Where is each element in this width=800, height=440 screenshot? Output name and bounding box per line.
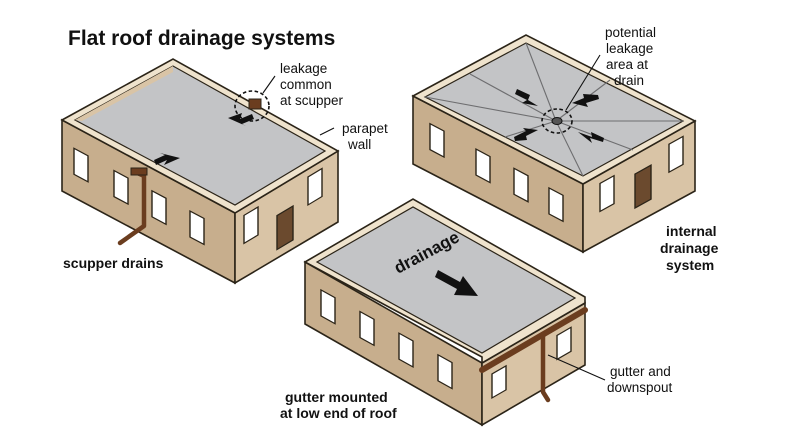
roof-slope-line [469,73,557,122]
gutter-downspout-line-1: gutter and [610,364,671,379]
window [491,364,507,400]
flow-arrow-icon [515,89,538,106]
building-gutter: drainage [303,198,606,427]
windows-left [429,122,564,223]
gutter [479,307,588,373]
window [73,147,89,183]
window [307,167,323,207]
label-internal-drainage: internal drainage system [660,223,719,273]
window [359,310,375,347]
flow-arrow-shape [435,270,478,296]
window [548,186,564,223]
potential-line-2: leakage [606,41,653,56]
flow-arrow-shape [514,128,538,141]
flow-arrow-shape [578,132,604,143]
potential-line-3: area at [606,57,648,72]
roof-surface [73,65,327,206]
windows-right [243,167,323,245]
leakage-line-3: at scupper [280,93,344,108]
window [151,189,167,226]
windows-left [320,288,453,390]
parapet-line-1: parapet [342,121,388,136]
windows-right [491,326,572,400]
window [429,122,445,159]
building-scupper [60,58,340,285]
window [243,205,259,245]
windows-right [599,135,684,213]
gutter-mounted-line-2: at low end of roof [280,405,397,421]
flow-arrow-icon [578,132,604,143]
window [113,169,129,206]
label-scupper-drains: scupper drains [63,255,164,271]
leakage-line-1: leakage [280,61,327,76]
window [189,209,205,246]
flow-arrow-shape [572,94,599,107]
window [599,174,615,213]
roof-slope-line [555,120,584,177]
flow-arrow-shape [515,89,538,106]
window [556,326,572,361]
leader-parapet [319,127,335,136]
door [276,204,294,251]
leader-leakage [262,75,276,94]
roof-drain-icon [551,117,563,125]
roof-slope-line [424,96,557,122]
flow-arrow-shape [154,153,180,165]
flow-arrow-shape [228,113,254,126]
label-gutter-mounted: gutter mounted at low end of roof [280,389,397,421]
building-internal [411,34,697,254]
parapet-line-2: wall [347,137,371,152]
scupper-box [130,167,148,176]
potential-line-4: drain [614,73,644,88]
door [634,164,652,210]
flow-arrow-icon [154,153,180,165]
label-gutter-downspout: gutter and downspout [607,364,673,395]
window [668,135,684,174]
window [320,288,336,325]
potential-line-1: potential [605,25,656,40]
flow-arrow-icon [435,270,478,296]
window [437,353,453,390]
internal-line-1: internal [666,223,717,239]
windows-left [73,147,205,246]
parapet-inner [75,66,173,121]
flow-arrow-icon [228,113,254,126]
flow-arrow-icon [514,128,538,141]
leak-circle-icon [541,108,573,134]
label-parapet-wall: parapet wall [342,121,388,152]
internal-line-2: drainage [660,240,719,256]
roof-slope-line [525,42,557,122]
downspout [540,331,551,403]
leak-circle-icon [234,90,270,122]
leakage-line-2: common [280,77,332,92]
scupper-opening [248,98,262,110]
window [475,148,491,184]
window [398,332,414,369]
internal-line-3: system [666,257,714,273]
gutter-downspout-line-2: downspout [607,380,673,395]
flow-arrow-icon [572,94,599,107]
label-potential-leakage: potential leakage area at drain [605,25,656,88]
window [513,167,529,203]
label-leakage-scupper: leakage common at scupper [280,61,344,108]
diagram-title: Flat roof drainage systems [68,27,335,50]
gutter-mounted-line-1: gutter mounted [285,389,388,405]
leader-potential [565,54,601,111]
